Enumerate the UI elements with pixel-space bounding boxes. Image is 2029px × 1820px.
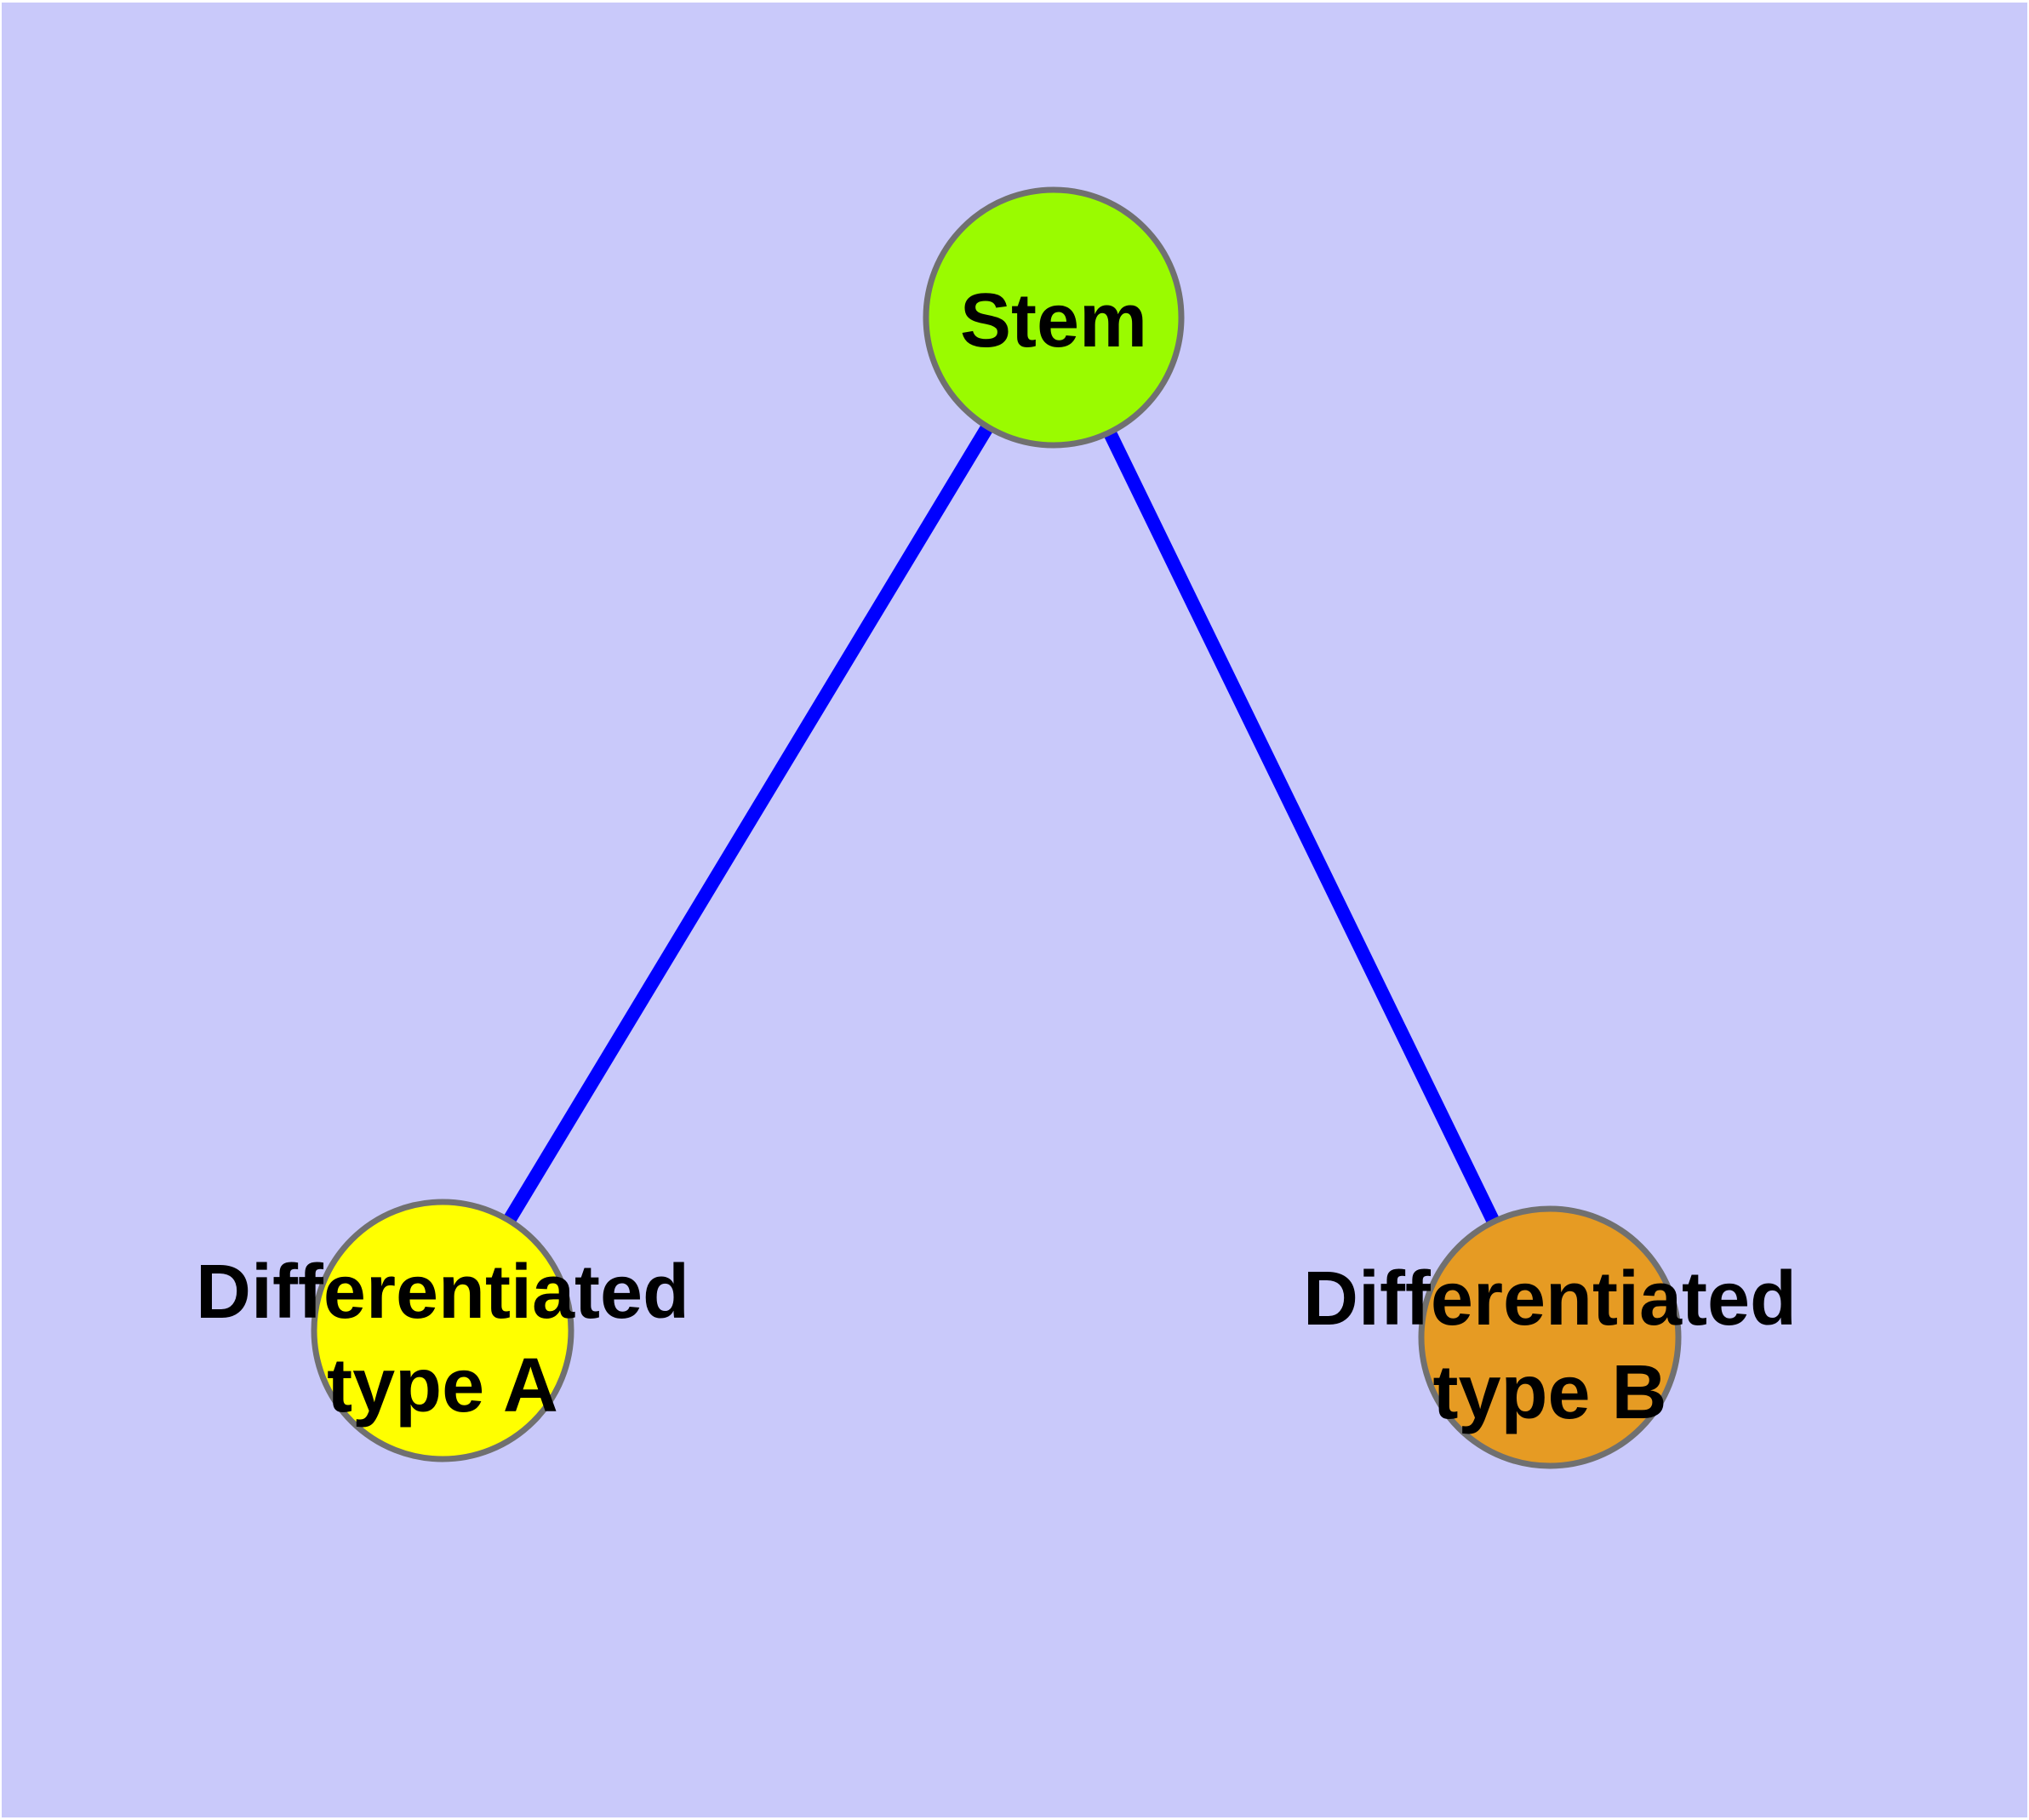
edge-stem-to-type-b bbox=[1047, 314, 1557, 1341]
node-label-stem: Stem bbox=[960, 278, 1147, 363]
node-label-type-a-line1: Differentiated bbox=[196, 1250, 689, 1335]
node-label-type-b-line1: Differentiated bbox=[1303, 1256, 1797, 1342]
node-label-type-a-line2: type A bbox=[327, 1343, 558, 1428]
node-label-type-b-line2: type B bbox=[1432, 1350, 1666, 1435]
node-stem bbox=[923, 186, 1185, 449]
edge-stem-to-type-a bbox=[437, 313, 1060, 1335]
node-differentiated-type-b bbox=[1418, 1205, 1682, 1469]
node-differentiated-type-a bbox=[311, 1199, 574, 1462]
